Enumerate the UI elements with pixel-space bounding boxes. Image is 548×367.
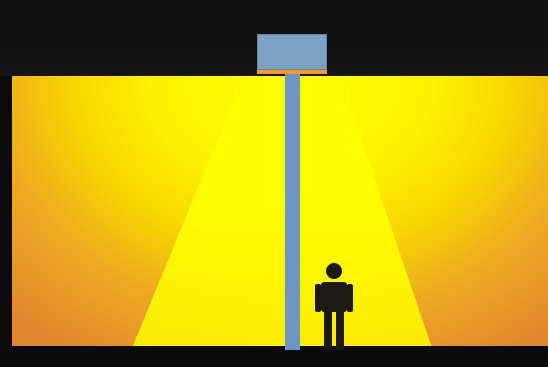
person-icon [315, 262, 353, 350]
light-cone [12, 76, 548, 348]
ground [0, 346, 548, 367]
pole-icon [285, 74, 300, 350]
lamp-icon [257, 34, 327, 70]
